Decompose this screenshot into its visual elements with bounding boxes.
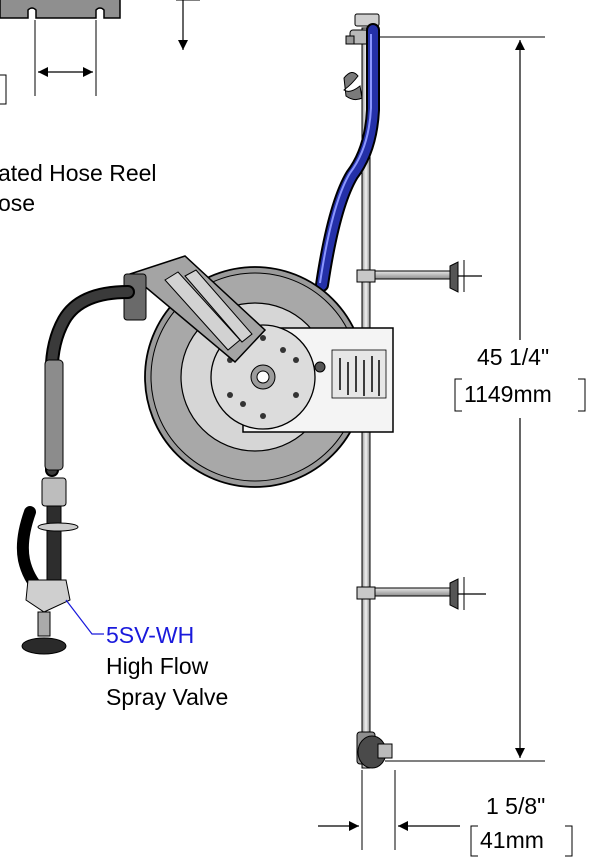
offset-metric-label: 41mm [480, 827, 544, 853]
reel-title-line1: ated Hose Reel [0, 160, 157, 186]
height-metric-label: 1149mm [464, 381, 552, 407]
hose-reel [123, 255, 394, 488]
lower-wall-mount [356, 577, 486, 610]
offset-imperial-label: 1 5/8" [486, 793, 546, 819]
valve-label-line2: Spray Valve [106, 684, 229, 710]
valve-label-line1: High Flow [106, 653, 209, 679]
callout-leader [65, 599, 104, 635]
reel-title-line2: ose [0, 190, 36, 216]
bracket-detail [0, 0, 200, 105]
height-imperial-label: 45 1/4" [477, 344, 550, 370]
bottom-valve [356, 731, 393, 769]
height-dimension [380, 36, 586, 762]
offset-dimension [318, 770, 573, 857]
part-number-link[interactable]: 5SV-WH [106, 622, 195, 648]
upper-wall-mount [356, 260, 482, 293]
spray-valve [16, 359, 79, 655]
